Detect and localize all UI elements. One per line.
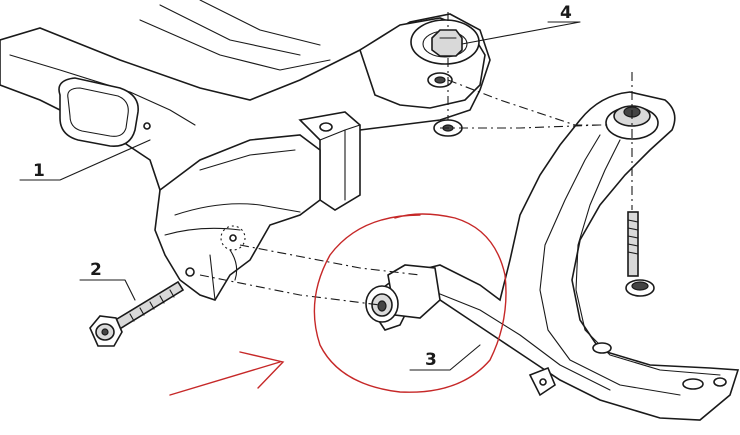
annotation-arrow <box>169 361 281 396</box>
callout-2: 2 <box>90 260 102 280</box>
subframe <box>0 0 491 301</box>
annotation-circle <box>313 213 507 393</box>
callout-4: 4 <box>560 3 572 23</box>
mounting-bolt <box>89 280 185 347</box>
leader-lines <box>19 21 581 371</box>
alignment-lines <box>199 58 610 306</box>
balljoint-bolt <box>625 72 655 297</box>
callout-3: 3 <box>425 350 437 370</box>
red-annotation <box>169 213 507 396</box>
top-nut <box>431 12 463 57</box>
control-arm <box>374 91 740 421</box>
callout-1: 1 <box>33 161 45 181</box>
front-bushing <box>365 264 441 323</box>
annotation-arrowhead <box>239 351 285 389</box>
